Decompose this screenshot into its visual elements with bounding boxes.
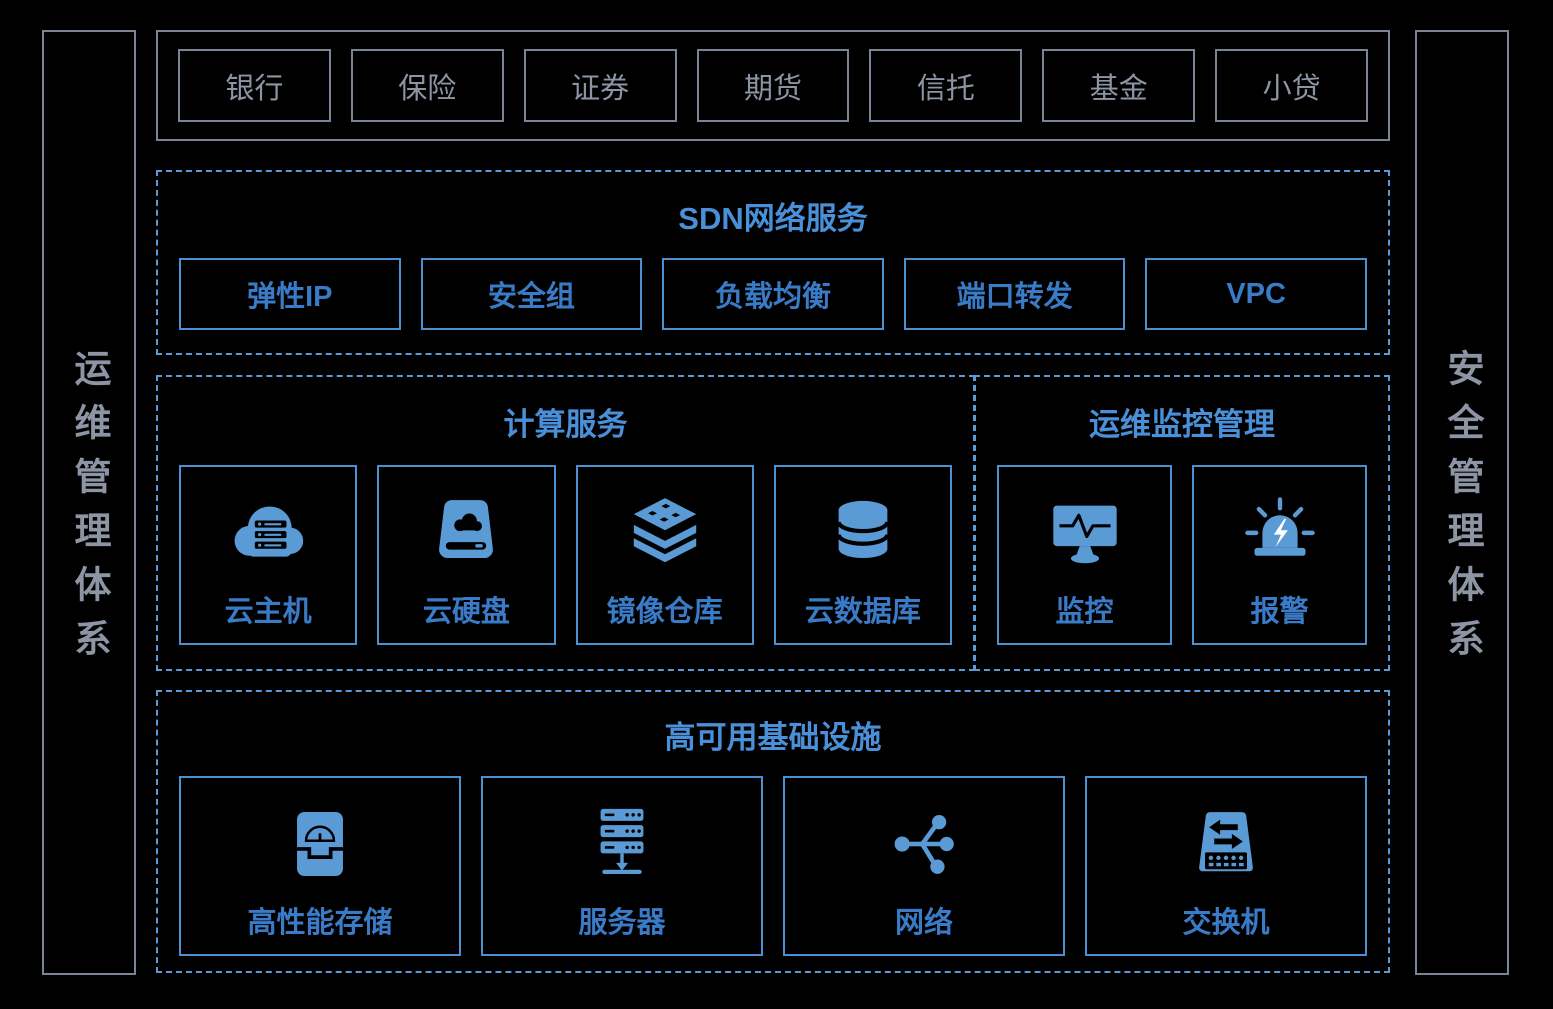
service-security-group: 安全组 — [420, 258, 643, 330]
storage-gauge-icon — [279, 802, 361, 886]
tile-label: 云数据库 — [804, 596, 921, 628]
tile-label: 镜像仓库 — [606, 596, 723, 628]
monitoring-section-title: 运维监控管理 — [1089, 406, 1275, 442]
tile-label: 高性能存储 — [247, 907, 393, 939]
industry-insurance: 保险 — [350, 49, 504, 122]
industry-futures: 期货 — [696, 49, 850, 122]
compute-section-title: 计算服务 — [503, 406, 628, 442]
security-management-pillar: 安全管理体系 — [1415, 30, 1509, 975]
tile-label: 交换机 — [1182, 907, 1270, 939]
monitor-pulse-icon — [1041, 491, 1129, 573]
tile-image-repository: 镜像仓库 — [575, 465, 754, 645]
cloud-disk-icon — [424, 491, 508, 573]
database-icon — [821, 491, 905, 573]
ops-monitoring-section: 运维监控管理 监控 — [974, 375, 1390, 671]
tile-label: 监控 — [1055, 596, 1114, 628]
network-hub-icon — [882, 802, 966, 886]
compute-services-section: 计算服务 — [156, 375, 975, 671]
ops-management-pillar: 运维管理体系 — [42, 30, 136, 975]
industry-bank: 银行 — [178, 49, 331, 122]
tile-switch: 交换机 — [1085, 776, 1367, 956]
tile-label: 报警 — [1250, 596, 1309, 628]
sdn-services-row: 弹性IP 安全组 负载均衡 端口转发 VPC — [158, 258, 1388, 330]
security-management-label: 安全管理体系 — [1442, 349, 1483, 673]
server-rack-icon — [579, 802, 665, 886]
service-vpc: VPC — [1145, 258, 1367, 330]
ops-management-label: 运维管理体系 — [69, 349, 110, 673]
tile-label: 网络 — [894, 907, 953, 939]
tile-alarm: 报警 — [1192, 465, 1367, 645]
tile-high-performance-storage: 高性能存储 — [179, 776, 461, 956]
tile-label: 服务器 — [578, 907, 666, 939]
infrastructure-section-title: 高可用基础设施 — [664, 719, 882, 755]
industries-row: 银行 保险 证券 期货 信托 基金 小贷 — [156, 30, 1390, 141]
switch-icon — [1184, 802, 1268, 886]
tile-server: 服务器 — [481, 776, 763, 956]
industry-trust: 信托 — [869, 49, 1023, 122]
tile-cloud-host: 云主机 — [179, 465, 358, 645]
industry-securities: 证券 — [523, 49, 677, 122]
ha-infrastructure-section: 高可用基础设施 高性能存储 — [156, 690, 1390, 973]
sdn-network-section: SDN网络服务 弹性IP 安全组 负载均衡 端口转发 VPC — [156, 170, 1390, 355]
tile-cloud-disk: 云硬盘 — [377, 465, 556, 645]
infrastructure-tiles-row: 高性能存储 — [158, 776, 1388, 956]
tile-cloud-database: 云数据库 — [773, 465, 952, 645]
tile-network: 网络 — [783, 776, 1065, 956]
tile-label: 云硬盘 — [422, 596, 510, 628]
industry-fund: 基金 — [1042, 49, 1196, 122]
monitoring-tiles-row: 监控 — [976, 465, 1388, 645]
alarm-siren-icon — [1236, 491, 1324, 573]
tile-monitoring: 监控 — [997, 465, 1172, 645]
service-elastic-ip: 弹性IP — [179, 258, 401, 330]
industry-microloan: 小贷 — [1215, 49, 1369, 122]
tile-label: 云主机 — [224, 596, 312, 628]
service-port-forwarding: 端口转发 — [903, 258, 1126, 330]
sdn-section-title: SDN网络服务 — [678, 200, 868, 236]
layers-stack-icon — [620, 491, 710, 573]
cloud-server-icon — [224, 491, 312, 573]
service-load-balancer: 负载均衡 — [662, 258, 884, 330]
compute-tiles-row: 云主机 云硬盘 — [158, 465, 973, 645]
